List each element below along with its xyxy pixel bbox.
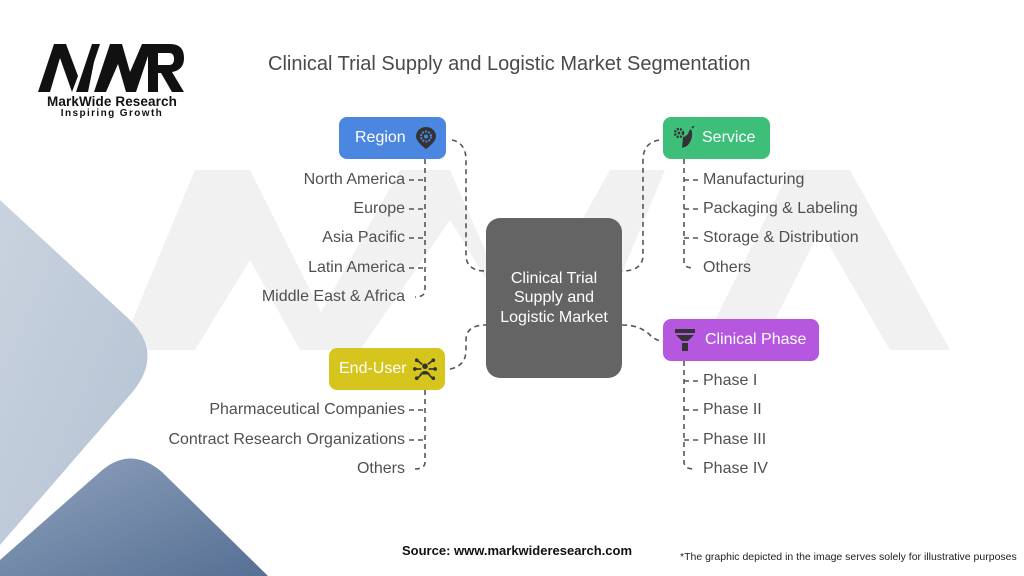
region-item: North America	[303, 171, 405, 188]
decor-shape-dark	[0, 458, 268, 576]
source-link[interactable]: Source: www.markwideresearch.com	[402, 543, 633, 558]
hand-gear-icon	[672, 126, 696, 150]
segment-clinical-phase-label: Clinical Phase	[705, 331, 807, 348]
center-node-label: Clinical Trial Supply and Logistic Marke…	[500, 269, 608, 326]
center-node: Clinical Trial Supply and Logistic Marke…	[486, 218, 622, 378]
disclaimer: *The graphic depicted in the image serve…	[680, 551, 1017, 563]
location-gear-icon	[414, 126, 438, 150]
segment-region: Region	[339, 117, 446, 159]
logo-mark	[38, 44, 184, 92]
clinical-phase-item: Phase IV	[703, 460, 768, 477]
logo-name: MarkWide Research	[47, 94, 177, 109]
end-user-item: Others	[356, 460, 405, 477]
clinical-phase-item: Phase I	[703, 372, 758, 389]
region-item: Europe	[353, 200, 405, 217]
page-title: Clinical Trial Supply and Logistic Marke…	[268, 53, 751, 75]
connectors	[409, 139, 700, 470]
segment-end-user: End-User	[329, 348, 445, 390]
service-item: Manufacturing	[703, 171, 805, 188]
service-item: Others	[703, 259, 752, 276]
service-item: Packaging & Labeling	[703, 200, 858, 217]
clinical-phase-item: Phase III	[703, 431, 767, 448]
clinical-phase-item: Phase II	[703, 401, 762, 418]
decor-shape-light	[0, 200, 148, 545]
logo-tagline: Inspiring Growth	[60, 108, 164, 119]
end-user-item: Pharmaceutical Companies	[209, 401, 405, 418]
funnel-icon	[673, 328, 697, 352]
segment-service: Service	[663, 117, 770, 159]
region-item: Middle East & Africa	[261, 288, 405, 305]
segment-clinical-phase: Clinical Phase	[663, 319, 819, 361]
service-item: Storage & Distribution	[703, 229, 859, 246]
region-item: Latin America	[308, 259, 405, 276]
region-item: Asia Pacific	[322, 229, 405, 246]
segment-region-label: Region	[355, 129, 406, 146]
segment-service-label: Service	[702, 129, 756, 146]
network-people-icon	[412, 357, 437, 381]
end-user-item: Contract Research Organizations	[168, 431, 405, 448]
segment-end-user-label: End-User	[339, 360, 407, 377]
